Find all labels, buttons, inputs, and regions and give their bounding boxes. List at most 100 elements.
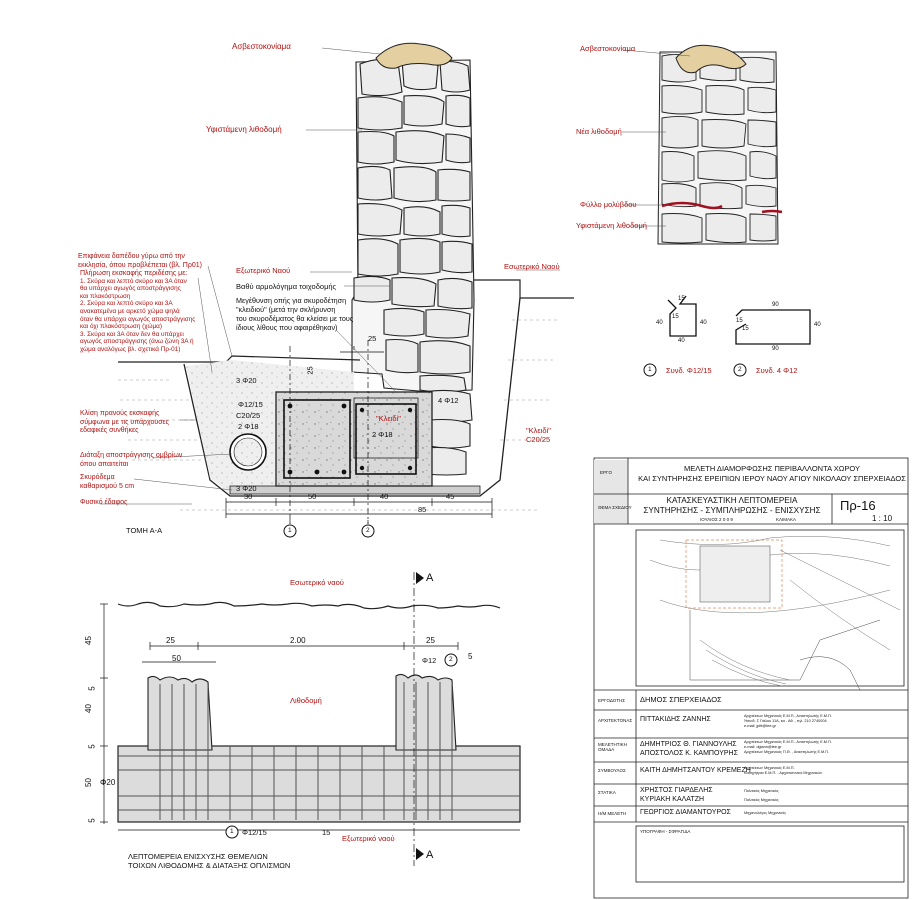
plan-phi12: Φ12 <box>422 656 437 665</box>
rebar-note-2phi18: 2 Φ18 <box>238 422 259 431</box>
shape2-dim-b: 15 <box>736 318 743 324</box>
label-natural-ground: Φυσικό έδαφος <box>80 499 128 506</box>
plan-dim-45: 45 <box>83 636 93 645</box>
marker-1-text: 1 <box>288 527 292 534</box>
label-deep-joint: Βαθύ αρμολόγημα τοιχοδομής <box>236 282 337 291</box>
plan-footing-left <box>147 675 213 751</box>
plan-marker-1 <box>225 825 239 839</box>
dim-45: 45 <box>446 492 455 501</box>
plan-dim-200: 2.00 <box>290 636 306 645</box>
plan-dim-50-left: 50 <box>83 778 93 787</box>
tb-project-label: ΕΡΓΟ <box>600 470 612 475</box>
plan-footing-right <box>395 673 457 751</box>
label-key-inner: "Κλειδί" <box>376 414 401 423</box>
excavation-fill <box>186 360 354 494</box>
floor-note: Επιφάνεια δαπέδου γύρω από την εκκλησία,… <box>78 253 202 269</box>
masonry-wall <box>351 58 475 476</box>
plan-dim-5b: 5 <box>87 744 97 749</box>
plan-dim-25-left: 25 <box>166 636 175 645</box>
blinding-concrete <box>229 485 481 495</box>
excavation-slope <box>183 297 521 497</box>
dim-25-vert: 25 <box>305 366 315 375</box>
plan-bottom-label: Φ12/15 <box>242 828 267 837</box>
plan-dim-25-right: 25 <box>426 636 435 645</box>
rebar-note-3phi20-bottom: 3 Φ20 <box>236 484 257 493</box>
plan-dim-50: 50 <box>172 654 181 663</box>
plan-section-mark-bottom: A <box>426 849 434 861</box>
tb-signature-label: ΥΠΟΓΡΑΦΗ - ΣΦΡΑΓΙΔΑ <box>640 829 691 834</box>
section-a-a <box>100 42 574 538</box>
shape1-dim-d: 40 <box>700 320 707 326</box>
plan-rebars <box>118 682 520 820</box>
shape2-dim-c: 15 <box>742 326 749 332</box>
rebar-note-phi12: Φ12/15 <box>238 400 263 409</box>
rebar-stirrup-2 <box>355 403 417 475</box>
shape2-dim-d: 40 <box>814 322 821 328</box>
rebar-note-c2025: C20/25 <box>236 411 261 420</box>
right-label-new-masonry: Νέα λιθοδομή <box>576 127 622 136</box>
marker-2-text: 2 <box>366 527 370 534</box>
rebar-shapes <box>667 295 811 345</box>
backfill-note: Πλήρωση εκσκαφής περιδέσης με: 1. Σκύρα … <box>80 270 196 353</box>
tb-subject-label: ΘΕΜΑ ΣΧΕΔΙΟΥ <box>598 505 632 510</box>
label-exterior: Εξωτερικό Ναού <box>236 266 291 275</box>
plan-view <box>100 572 521 866</box>
shape1-dim-b: 15 <box>672 314 679 320</box>
plan-dim-5: 5 <box>468 652 473 661</box>
section-title: ΤΟΜΗ Α-Α <box>126 526 163 535</box>
tb-scale: 1 : 10 <box>872 514 893 523</box>
lead-sheet <box>661 201 783 214</box>
tb-sheet-no: Πρ-16 <box>840 498 876 513</box>
label-lime-plaster: Ασβεστοκονίαμα <box>232 42 291 51</box>
dimension-lines <box>225 340 493 524</box>
rebar-dots <box>287 403 413 475</box>
right-label-lime-plaster: Ασβεστοκονίαμα <box>580 44 636 53</box>
ground-line-right <box>474 279 574 299</box>
marker-2 <box>361 524 375 538</box>
label-drain: Διάταξη αποστράγγισης ομβρίων όπου απαιτ… <box>80 452 183 468</box>
plan-bottom-marker: 1 <box>230 828 234 835</box>
dim-25-top: 25 <box>368 334 377 343</box>
plan-bottom-dim: 15 <box>322 828 331 837</box>
section-right <box>622 44 783 245</box>
plan-dim-5c: 5 <box>87 818 97 823</box>
shape-marker-1 <box>643 363 657 377</box>
lime-plaster-cap-right <box>675 44 747 74</box>
right-label-lead-sheet: Φύλλο μολύβδου <box>580 200 637 209</box>
plan-masonry: Λιθοδομή <box>290 696 322 705</box>
dim-40: 40 <box>380 492 389 501</box>
tb-owner: ΔΗΜΟΣ ΣΠΕΡΧΕΙΑΔΟΣ <box>640 695 722 704</box>
shape1-dim-e: 40 <box>678 338 685 344</box>
shape2-dim-e: 90 <box>772 346 779 352</box>
shape-marker-2 <box>733 363 747 377</box>
plan-title: ΛΕΠΤΟΜΕΡΕΙΑ ΕΝΙΣΧΥΣΗΣ ΘΕΜΕΛΙΩΝ ΤΟΙΧΩΝ ΛΙ… <box>128 852 291 870</box>
shape1-dim-a: 15 <box>678 296 685 302</box>
ground-line <box>118 355 361 363</box>
tb-row-mech: Η/Μ ΜΕΛΕΤΗ ΓΕΩΡΓΙΟΣ ΔΙΑΜΑΝΤΟΥΡΟΣ Μηχανολ… <box>598 809 787 816</box>
label-interior: Εσωτερικό Ναού <box>504 262 560 271</box>
plan-dim-40: 40 <box>83 704 93 713</box>
plan-dim-5a: 5 <box>87 686 97 691</box>
rebar-note-3phi20-top: 3 Φ20 <box>236 376 257 385</box>
marker-1 <box>283 524 297 538</box>
label-existing-masonry: Υφιστάμενη λιθοδομή <box>206 125 282 134</box>
dim-85: 85 <box>418 505 427 514</box>
shape1-label: Συνδ. Φ12/15 <box>666 366 712 375</box>
section-arrows <box>416 572 424 860</box>
shape2-marker: 2 <box>738 366 742 373</box>
plan-phi20: Φ20 <box>100 778 116 787</box>
label-blinding: Σκυρόδεμα καθαρισμού 5 cm <box>80 474 135 490</box>
tb-project: ΜΕΛΕΤΗ ΔΙΑΜΟΡΦΩΣΗΣ ΠΕΡΙΒΑΛΛΟΝΤΑ ΧΩΡΟΥ ΚΑ… <box>638 464 906 483</box>
label-slope: Κλίση πρανούς εκσκαφής σύμφωνα με τις υπ… <box>80 410 170 435</box>
tb-date: ΙΟΥΛΙΟΣ 2 0 0 9 <box>700 517 733 522</box>
plan-interior: Εσωτερικό ναού <box>290 578 344 587</box>
shape1-dim-c: 40 <box>656 320 663 326</box>
plan-section-mark-top: A <box>426 572 434 584</box>
dim-30: 30 <box>244 492 253 501</box>
rebar-stirrup <box>283 399 351 479</box>
rebar-note-4phi12: 4 Φ12 <box>438 396 459 405</box>
plan-phi12-marker: 2 <box>449 656 453 663</box>
site-plan <box>649 535 901 691</box>
right-label-existing: Υφιστάμενη λιθοδομή <box>576 221 647 230</box>
